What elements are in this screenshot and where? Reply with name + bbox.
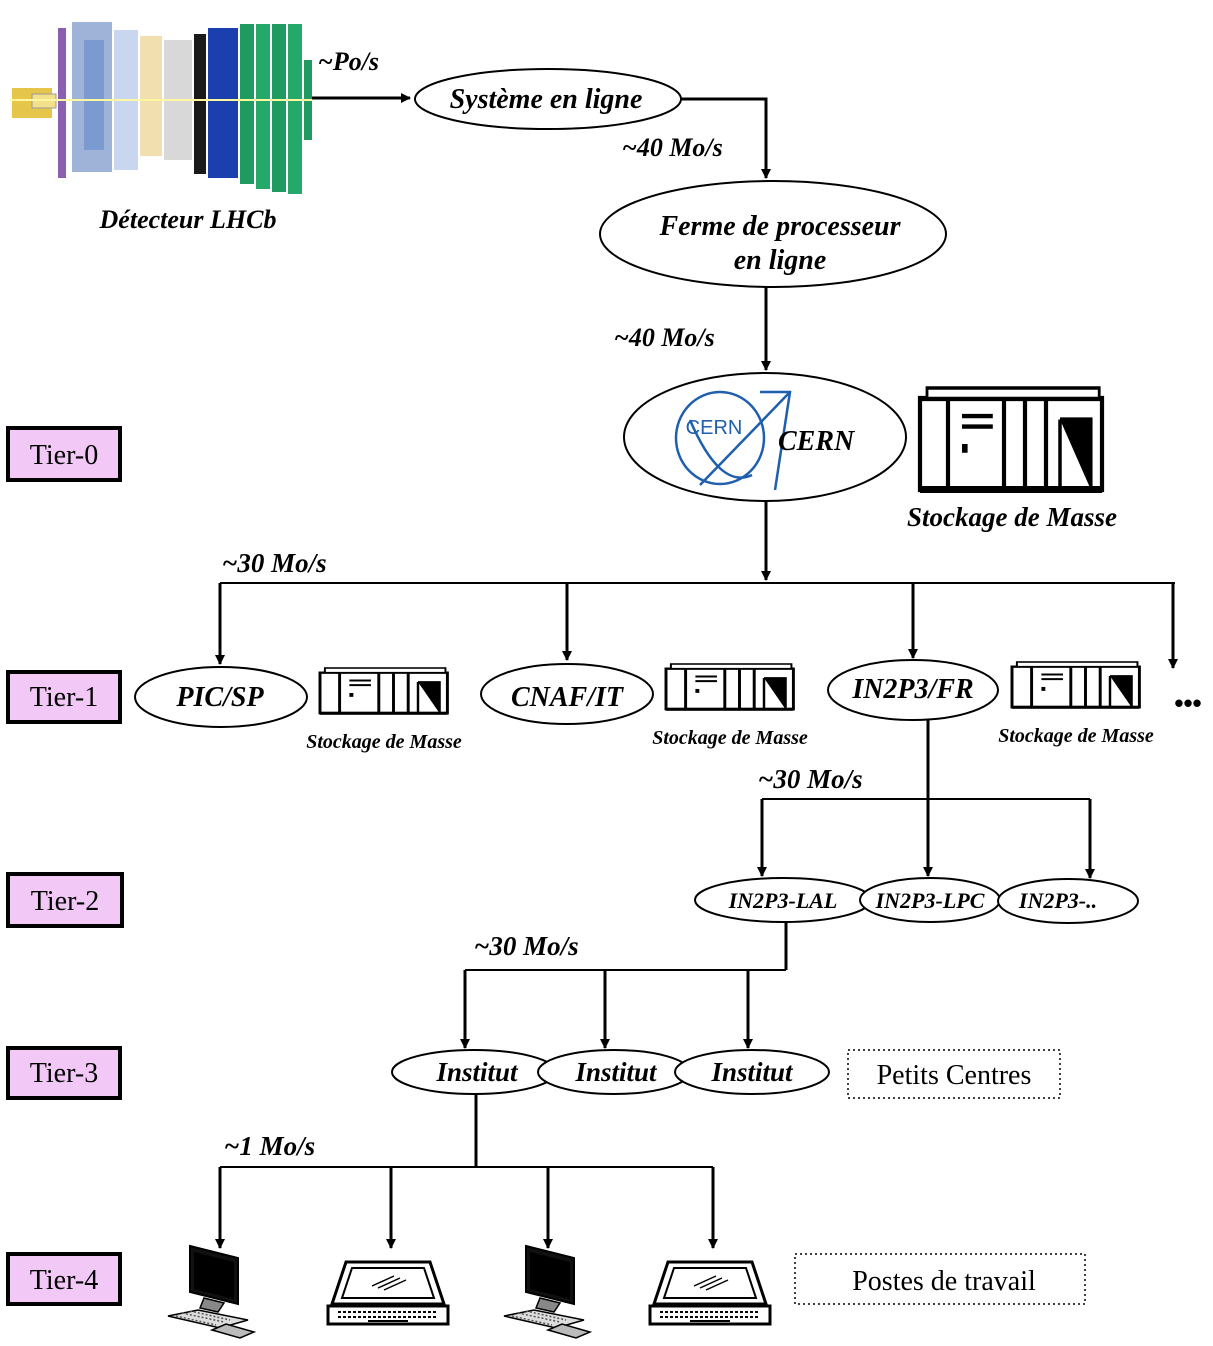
node-pic-sp [134,666,308,728]
node-pic-sp-label: PIC/SP [175,682,264,713]
mass-storage-in2p3-icon [1010,660,1141,711]
node-processor-farm [599,180,947,288]
node-processor-farm-line1: Ferme de processeur [658,211,901,242]
more-centres-ellipsis: ••• [1174,688,1201,718]
node-processor-farm-line2: en ligne [734,245,827,276]
tier-3-label: Tier-3 [30,1058,98,1089]
tier-1-label: Tier-1 [30,682,98,713]
mass-storage-cnaf-icon [664,662,795,713]
tier-0-label: Tier-0 [30,440,98,471]
tier-4-box: Tier-4 [6,1252,122,1306]
postes-de-travail-box: Postes de travail [794,1253,1086,1305]
node-in2p3-other-label: IN2P3-.. [1018,888,1097,913]
mass-storage-in2p3-label: Stockage de Masse [998,725,1154,747]
tier-3-box: Tier-3 [6,1046,122,1100]
node-institut-3-label: Institut [710,1057,794,1087]
laptop-icon [326,1260,450,1326]
node-institut-1-label: Institut [435,1057,519,1087]
mass-storage-cern-label: Stockage de Masse [907,502,1117,532]
rate-po: ~Po/s [318,47,379,76]
rate-30-tier3: ~30 Mo/s [474,931,579,961]
mass-storage-cern-icon [920,388,1102,493]
node-institut-2-label: Institut [574,1057,658,1087]
node-in2p3-other [997,878,1139,924]
node-in2p3-fr [827,659,999,721]
rate-30-tier2: ~30 Mo/s [758,764,863,794]
tier-2-label: Tier-2 [31,886,99,917]
mass-storage-cnaf-label: Stockage de Masse [652,727,808,749]
cern-logo: CERN [674,390,792,491]
petits-centres-label: Petits Centres [877,1060,1032,1091]
lhcb-detector-image [10,22,312,194]
rate-40-online: ~40 Mo/s [622,133,723,162]
node-online-system-label: Système en ligne [450,84,643,115]
postes-de-travail-label: Postes de travail [852,1266,1036,1297]
node-cnaf-it-label: CNAF/IT [511,682,625,713]
desktop-computer-icon [167,1245,255,1339]
tier-0-box: Tier-0 [6,426,122,482]
node-in2p3-lal-label: IN2P3-LAL [728,888,838,913]
flow-arrow-online-farm [681,97,771,179]
node-cern-label: CERN [778,426,856,457]
mass-storage-pic-label: Stockage de Masse [306,731,462,753]
node-in2p3-fr-label: IN2P3/FR [851,674,973,705]
node-in2p3-lpc-label: IN2P3-LPC [875,888,985,913]
rate-30-tier1: ~30 Mo/s [222,548,327,578]
rate-1: ~1 Mo/s [224,1131,315,1161]
tier-4-label: Tier-4 [30,1265,98,1296]
node-cnaf-it [480,663,654,725]
detector-label: Détecteur LHCb [99,205,277,234]
desktop-computer-icon [503,1245,591,1339]
laptop-icon [648,1260,772,1326]
tier-2-box: Tier-2 [6,872,124,928]
mass-storage-pic-icon [318,666,449,717]
petits-centres-box: Petits Centres [847,1049,1061,1099]
rate-40-farm: ~40 Mo/s [614,323,715,352]
cern-logo-text: CERN [686,417,743,439]
node-institut-3 [674,1049,830,1095]
tier-1-box: Tier-1 [6,670,122,724]
